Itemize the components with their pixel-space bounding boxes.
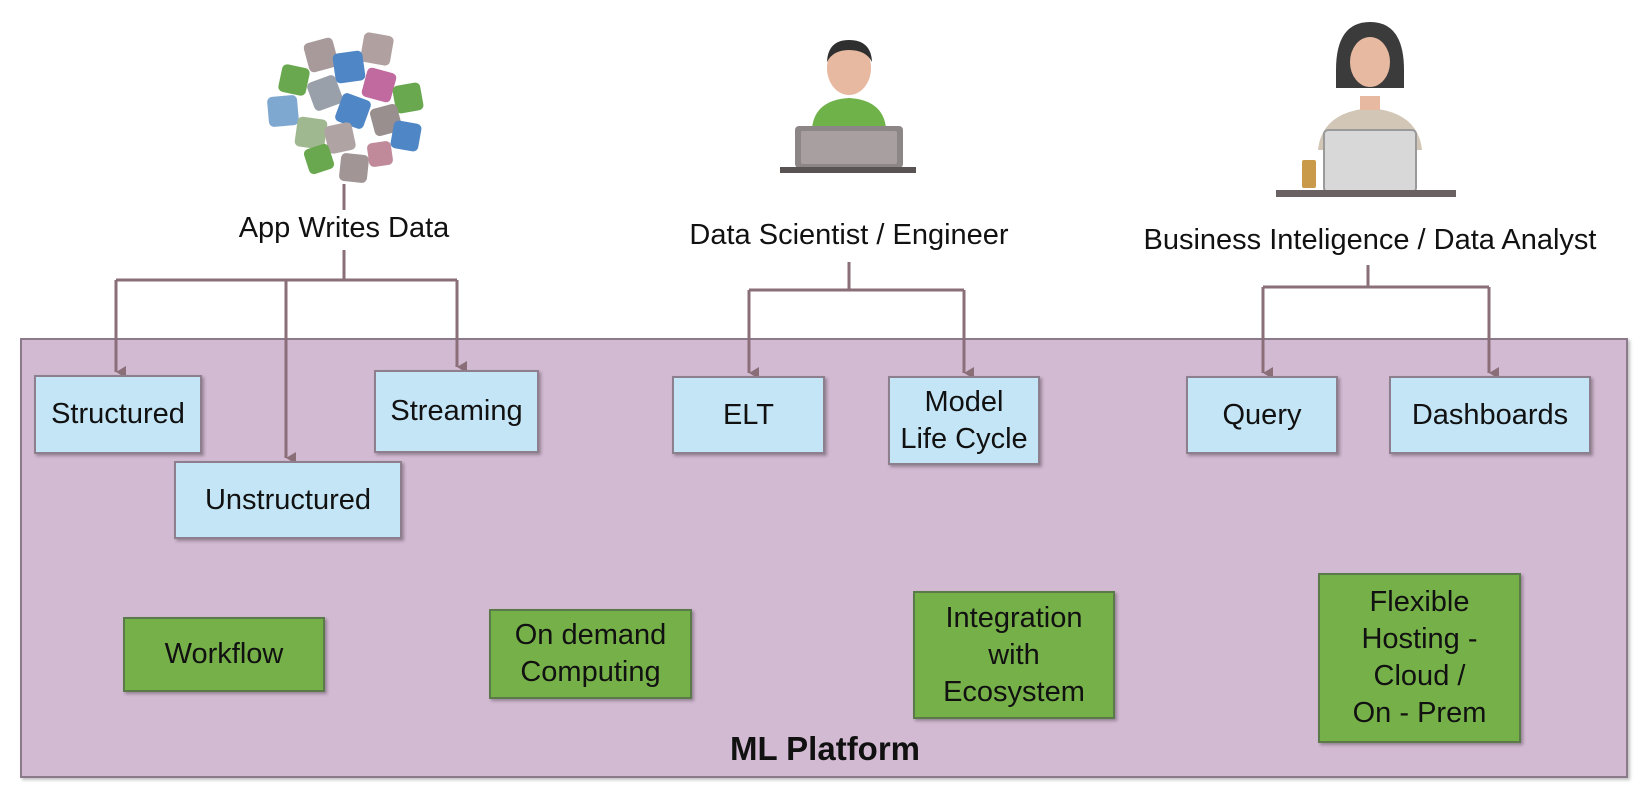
ml-platform-title: ML Platform bbox=[729, 730, 921, 767]
structured-box: Structured bbox=[34, 375, 202, 454]
data-analyst-icon bbox=[1276, 22, 1456, 197]
streaming-box: Streaming bbox=[374, 370, 539, 453]
model-life-cycle-box: Model Life Cycle bbox=[888, 376, 1040, 465]
data-scientist-icon bbox=[780, 40, 916, 173]
data-scientist-label: Data Scientist / Engineer bbox=[689, 219, 1009, 251]
unstructured-box: Unstructured bbox=[174, 461, 402, 539]
app-writes-data-label: App Writes Data bbox=[238, 212, 450, 244]
integration-box: Integration with Ecosystem bbox=[913, 591, 1115, 719]
dashboards-box: Dashboards bbox=[1389, 376, 1591, 454]
app-icons-cluster-icon bbox=[267, 32, 424, 183]
on-demand-computing-box: On demand Computing bbox=[489, 609, 692, 699]
flexible-hosting-box: Flexible Hosting - Cloud / On - Prem bbox=[1318, 573, 1521, 743]
data-analyst-label: Business Inteligence / Data Analyst bbox=[1143, 224, 1597, 256]
query-box: Query bbox=[1186, 376, 1338, 454]
elt-box: ELT bbox=[672, 376, 825, 454]
workflow-box: Workflow bbox=[123, 617, 325, 692]
